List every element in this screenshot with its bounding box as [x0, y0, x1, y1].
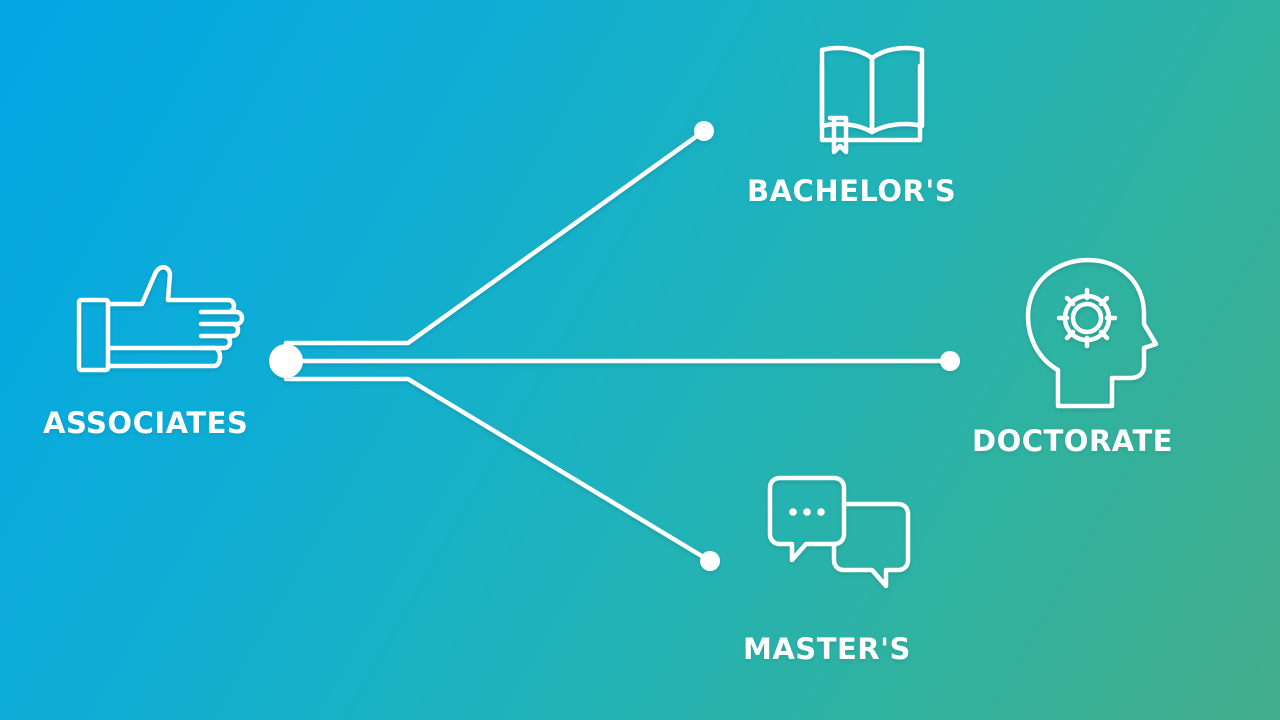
doctorate-node	[940, 351, 960, 371]
head-gear-icon	[1025, 257, 1159, 409]
typing-dots	[789, 508, 825, 516]
speech-bubbles-icon	[767, 475, 911, 589]
bachelors-node	[694, 121, 714, 141]
book-icon	[819, 45, 925, 155]
connector-to-masters	[283, 376, 713, 564]
hub-node	[269, 344, 303, 378]
masters-node	[700, 551, 720, 571]
hand-icon	[76, 265, 245, 373]
bachelors-label: BACHELOR'S	[747, 174, 957, 208]
masters-label: MASTER'S	[743, 632, 911, 666]
doctorate-label: DOCTORATE	[972, 424, 1174, 458]
connector-to-bachelors	[283, 128, 707, 346]
associates-label: ASSOCIATES	[43, 406, 249, 440]
